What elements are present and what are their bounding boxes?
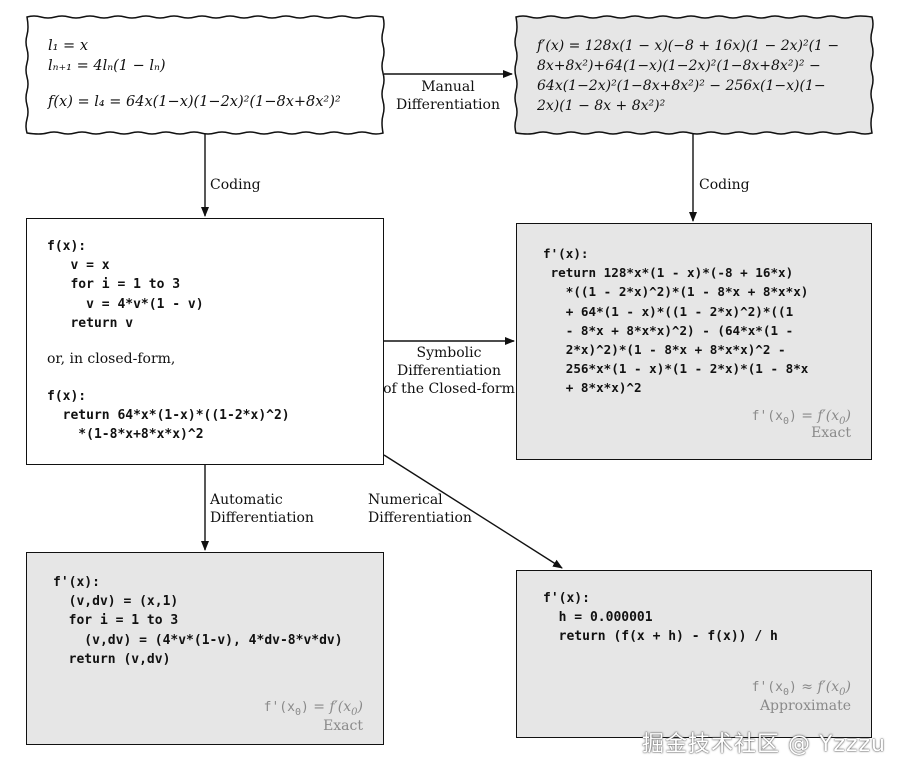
- code-closed-form-text: or, in closed-form,: [47, 351, 176, 367]
- code-box: f(x): v = x for i = 1 to 3 v = 4*v*(1 - …: [26, 218, 384, 465]
- manual-derivative-line-1: f′(x) = 128x(1 − x)(−8 + 16x)(1 − 2x)²(1…: [537, 38, 840, 54]
- tag-close: ): [300, 700, 309, 715]
- numeric-approx-label: Approximate: [759, 698, 851, 714]
- ad-box: f'(x): (v,dv) = (x,1) for i = 1 to 3 (v,…: [26, 552, 384, 745]
- tag-math: f′(x: [329, 699, 352, 715]
- tag-math-sub: 0: [839, 686, 846, 698]
- symbolic-derivative-code: f'(x): return 128*x*(1 - x)*(-8 + 16*x) …: [543, 246, 809, 396]
- edge-label-automatic-differentiation: Automatic Differentiation: [210, 492, 314, 526]
- tag-math-sub: 0: [839, 415, 846, 427]
- tag-math-close: ): [845, 679, 851, 695]
- tag-relation: ≈: [796, 679, 818, 695]
- edge-label-coding-left: Coding: [210, 177, 261, 193]
- tag-math: f′(x: [817, 408, 840, 424]
- ad-exact-formula: f'(x0) = f′(x0): [264, 697, 363, 723]
- tag-relation: =: [796, 408, 818, 424]
- code-iterative: f(x): v = x for i = 1 to 3 v = 4*v*(1 - …: [47, 239, 204, 331]
- tag-code: f'(x: [751, 680, 783, 695]
- manual-derivative-box: f′(x) = 128x(1 − x)(−8 + 16x)(1 − 2x)²(1…: [514, 15, 874, 135]
- watermark: 掘金技术社区 @ Yzzzu: [641, 732, 886, 757]
- numeric-code: f'(x): h = 0.000001 return (f(x + h) - f…: [543, 591, 778, 645]
- tag-math-close: ): [357, 699, 363, 715]
- tag-close: ): [788, 680, 797, 695]
- symbolic-exact-label: Exact: [811, 425, 851, 441]
- symbolic-derivative-box: f'(x): return 128*x*(1 - x)*(-8 + 16*x) …: [516, 223, 872, 460]
- tag-math-sub: 0: [351, 706, 358, 718]
- tag-math: f′(x: [817, 679, 840, 695]
- edge-label-manual-differentiation: Manual Differentiation: [396, 79, 500, 113]
- tag-close: ): [788, 409, 797, 424]
- edge-label-symbolic-differentiation: Symbolic Differentiation of the Closed-f…: [383, 345, 515, 397]
- edge-label-coding-right: Coding: [699, 177, 750, 193]
- definition-line-3: f(x) = l₄ = 64x(1−x)(1−2x)²(1−8x+8x²)²: [48, 94, 341, 110]
- ad-exact-label: Exact: [323, 718, 363, 734]
- tag-sub: 0: [782, 415, 789, 427]
- tag-code: f'(x: [751, 409, 783, 424]
- tag-sub: 0: [782, 686, 789, 698]
- wavy-frame: [25, 15, 385, 135]
- definition-line-1: l₁ = x: [48, 38, 88, 54]
- tag-sub: 0: [294, 706, 301, 718]
- definition-box: l₁ = x lₙ₊₁ = 4lₙ(1 − lₙ) f(x) = l₄ = 64…: [25, 15, 385, 135]
- wavy-frame: [514, 15, 874, 135]
- tag-math-close: ): [845, 408, 851, 424]
- symbolic-exact-formula: f'(x0) = f′(x0): [752, 406, 851, 432]
- definition-line-2: lₙ₊₁ = 4lₙ(1 − lₙ): [48, 58, 166, 74]
- manual-derivative-line-2: 8x+8x²)+64(1−x)(1−2x)²(1−8x+8x²)² −: [537, 58, 821, 74]
- manual-derivative-line-4: 2x)(1 − 8x + 8x²)²: [537, 98, 666, 114]
- tag-relation: =: [308, 699, 330, 715]
- numeric-box: f'(x): h = 0.000001 return (f(x + h) - f…: [516, 570, 872, 738]
- edge-label-numerical-differentiation: Numerical Differentiation: [368, 492, 472, 526]
- ad-code: f'(x): (v,dv) = (x,1) for i = 1 to 3 (v,…: [53, 575, 343, 667]
- code-closed-form: f(x): return 64*x*(1-x)*((1-2*x)^2) *(1-…: [47, 389, 290, 443]
- tag-code: f'(x: [263, 700, 295, 715]
- arrow-numerical: [383, 454, 563, 569]
- numeric-approx-formula: f'(x0) ≈ f′(x0): [752, 677, 851, 703]
- manual-derivative-line-3: 64x(1−2x)²(1−8x+8x²)² − 256x(1−x)(1−: [537, 78, 826, 94]
